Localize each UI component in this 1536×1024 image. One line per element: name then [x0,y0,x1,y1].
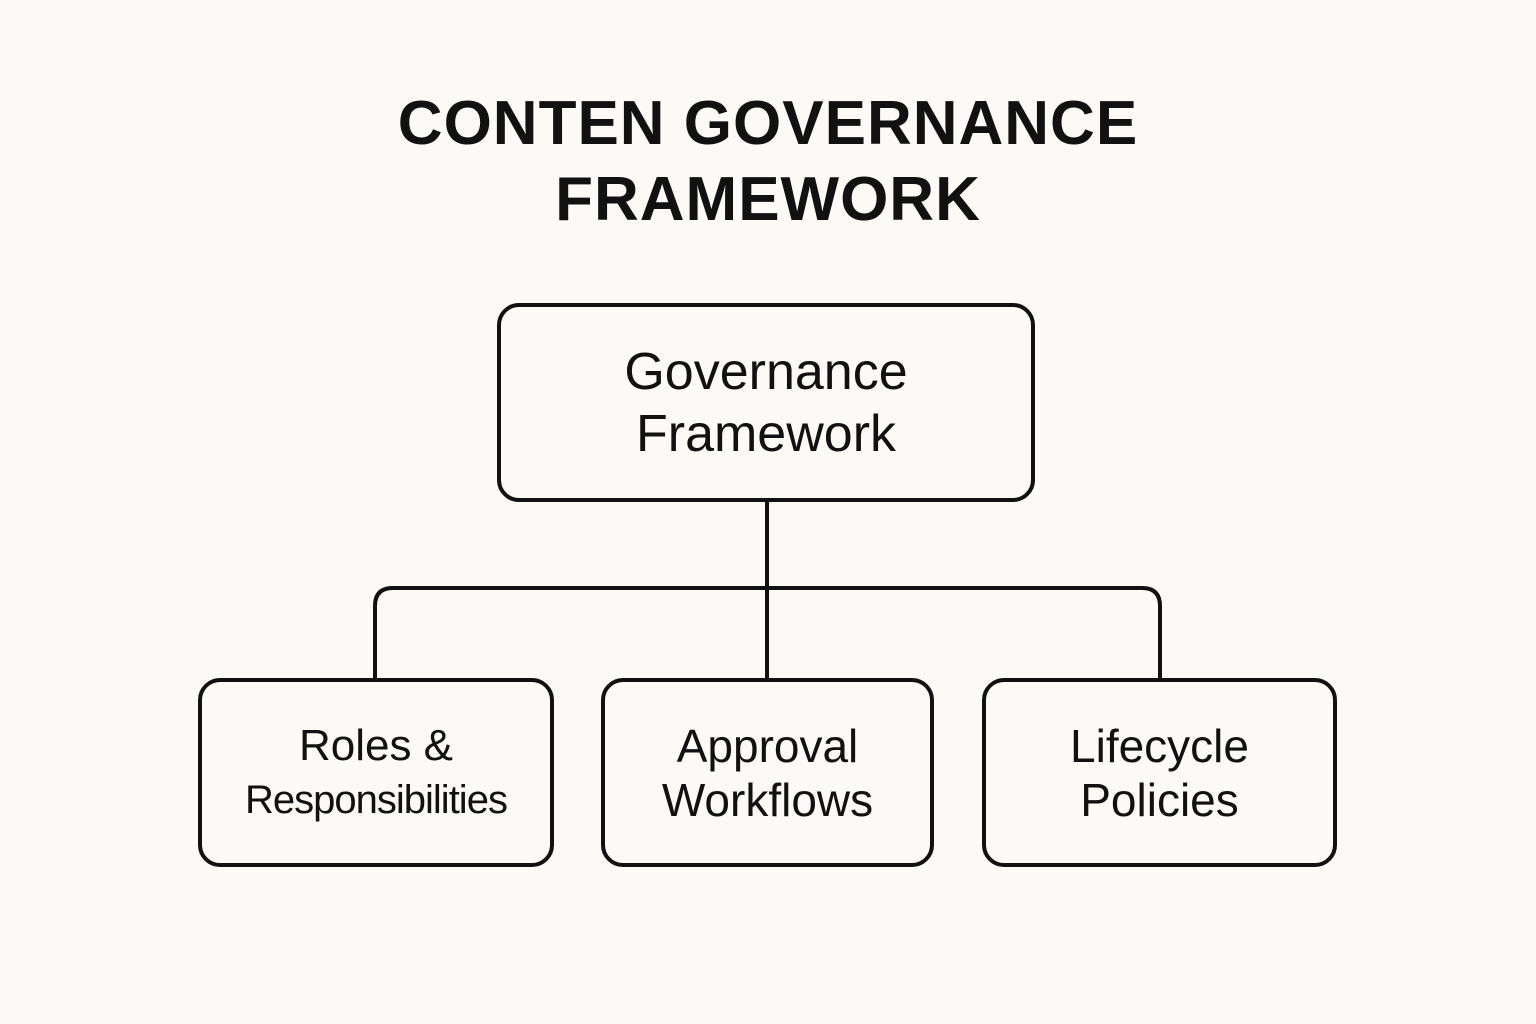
title-line-2: FRAMEWORK [555,165,981,234]
connector-branch [373,586,1162,680]
node-label-line-2: Policies [1080,773,1239,826]
title-line-1: CONTEN GOVERNANCE [397,89,1139,158]
node-label-line-1: Roles & [298,720,454,770]
node-roles-responsibilities: Roles & Responsibilities [198,678,554,867]
node-label-line-1: Governance [624,342,908,401]
diagram-title: CONTEN GOVERNANCE FRAMEWORK [0,86,1536,238]
node-label-line-2: Workflows [661,773,874,826]
node-label-line-1: Lifecycle [1070,719,1249,772]
node-lifecycle-policies: Lifecycle Policies [982,678,1337,867]
node-approval-workflows: Approval Workflows [601,678,934,867]
node-governance-framework: Governance Framework [497,303,1035,502]
node-label-line-2: Framework [635,404,897,463]
node-label-line-2: Responsibilities [245,777,508,822]
node-label-line-1: Approval [676,719,859,772]
